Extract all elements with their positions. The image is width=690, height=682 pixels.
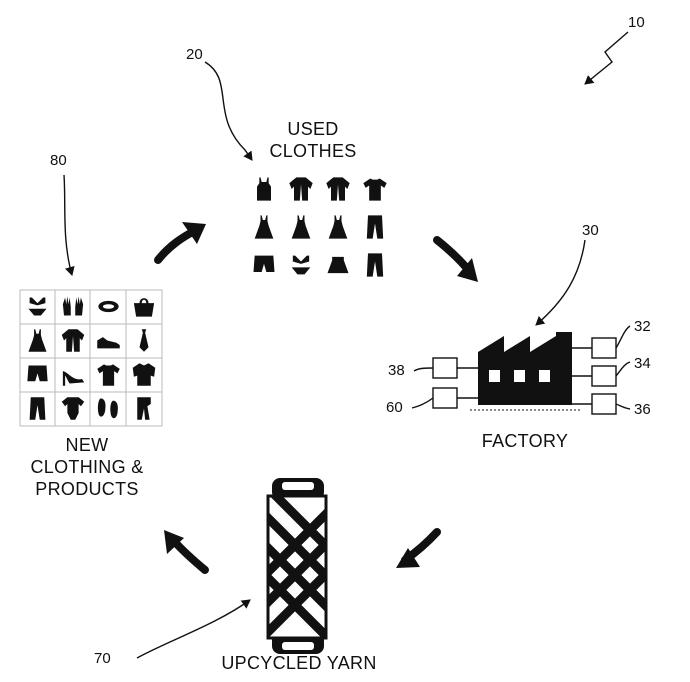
jacket-icon	[326, 177, 350, 201]
tshirt-icon	[363, 178, 387, 201]
jacket-icon	[289, 177, 313, 201]
scarf-icon	[137, 397, 151, 420]
high-heel-icon	[62, 371, 85, 386]
flow-arrow-to-used-clothes	[154, 222, 206, 264]
handbag-icon	[133, 298, 155, 317]
tie-icon	[139, 329, 149, 352]
pants-icon	[366, 253, 384, 277]
box-38	[432, 357, 458, 379]
leader-line-20	[204, 61, 253, 161]
flip-flops-icon	[97, 398, 118, 419]
pants-icon	[29, 397, 46, 420]
ref-70: 70	[94, 650, 111, 667]
used-clothes-label-line: CLOTHES	[269, 141, 357, 161]
box-60	[432, 387, 458, 409]
flow-arrow-to-yarn	[396, 528, 441, 568]
box-34	[591, 365, 617, 387]
factory-connectors	[411, 325, 631, 410]
new-products-icon-grid	[27, 296, 156, 420]
jacket-icon	[61, 329, 85, 352]
dress-icon	[328, 215, 348, 239]
leader-line-10	[584, 31, 629, 85]
pants-icon	[366, 215, 384, 239]
factory-label: FACTORY	[481, 431, 569, 451]
dress-icon	[291, 215, 311, 239]
new-products-label-line: NEW	[65, 435, 109, 455]
ref-34: 34	[634, 355, 651, 372]
shirt-icon	[132, 363, 156, 386]
ref-36: 36	[634, 401, 651, 418]
bodysuit-icon	[61, 397, 85, 420]
ref-10: 10	[628, 14, 645, 31]
used-clothes-label: USED CLOTHES	[258, 118, 368, 162]
bracelet-icon	[98, 300, 119, 313]
dress-icon	[254, 215, 274, 239]
sneaker-icon	[97, 337, 120, 349]
yarn-spool-icon	[266, 478, 328, 654]
dress-icon	[28, 329, 47, 352]
leader-line-80	[63, 174, 75, 276]
tank-top-icon	[257, 177, 271, 201]
used-clothes-icon-grid	[253, 177, 387, 277]
new-products-label-line: PRODUCTS	[35, 479, 139, 499]
gloves-icon	[62, 296, 84, 316]
shorts-icon	[27, 365, 48, 382]
ref-30: 30	[582, 222, 599, 239]
used-clothes-label-line: USED	[287, 119, 339, 139]
ref-80: 80	[50, 152, 67, 169]
skirt-icon	[327, 256, 349, 274]
ref-38: 38	[388, 362, 405, 379]
factory-icon	[470, 332, 580, 411]
flow-arrow-to-factory	[433, 236, 478, 282]
new-products-grid-frame	[19, 289, 163, 427]
bikini-icon	[291, 255, 311, 275]
bikini-icon	[28, 297, 47, 316]
box-36	[591, 393, 617, 415]
ref-32: 32	[634, 318, 651, 335]
new-products-label: NEW CLOTHING & PRODUCTS	[8, 434, 166, 500]
box-32	[591, 337, 617, 359]
shorts-icon	[253, 255, 275, 272]
leader-line-30	[535, 239, 586, 326]
leader-line-70	[136, 599, 251, 659]
ref-20: 20	[186, 46, 203, 63]
upcycled-yarn-label: UPCYCLED YARN	[221, 653, 377, 673]
tshirt-icon	[97, 364, 120, 386]
new-products-label-line: CLOTHING &	[30, 457, 144, 477]
flow-arrow-to-new-products	[164, 530, 209, 574]
ref-60: 60	[386, 399, 403, 416]
